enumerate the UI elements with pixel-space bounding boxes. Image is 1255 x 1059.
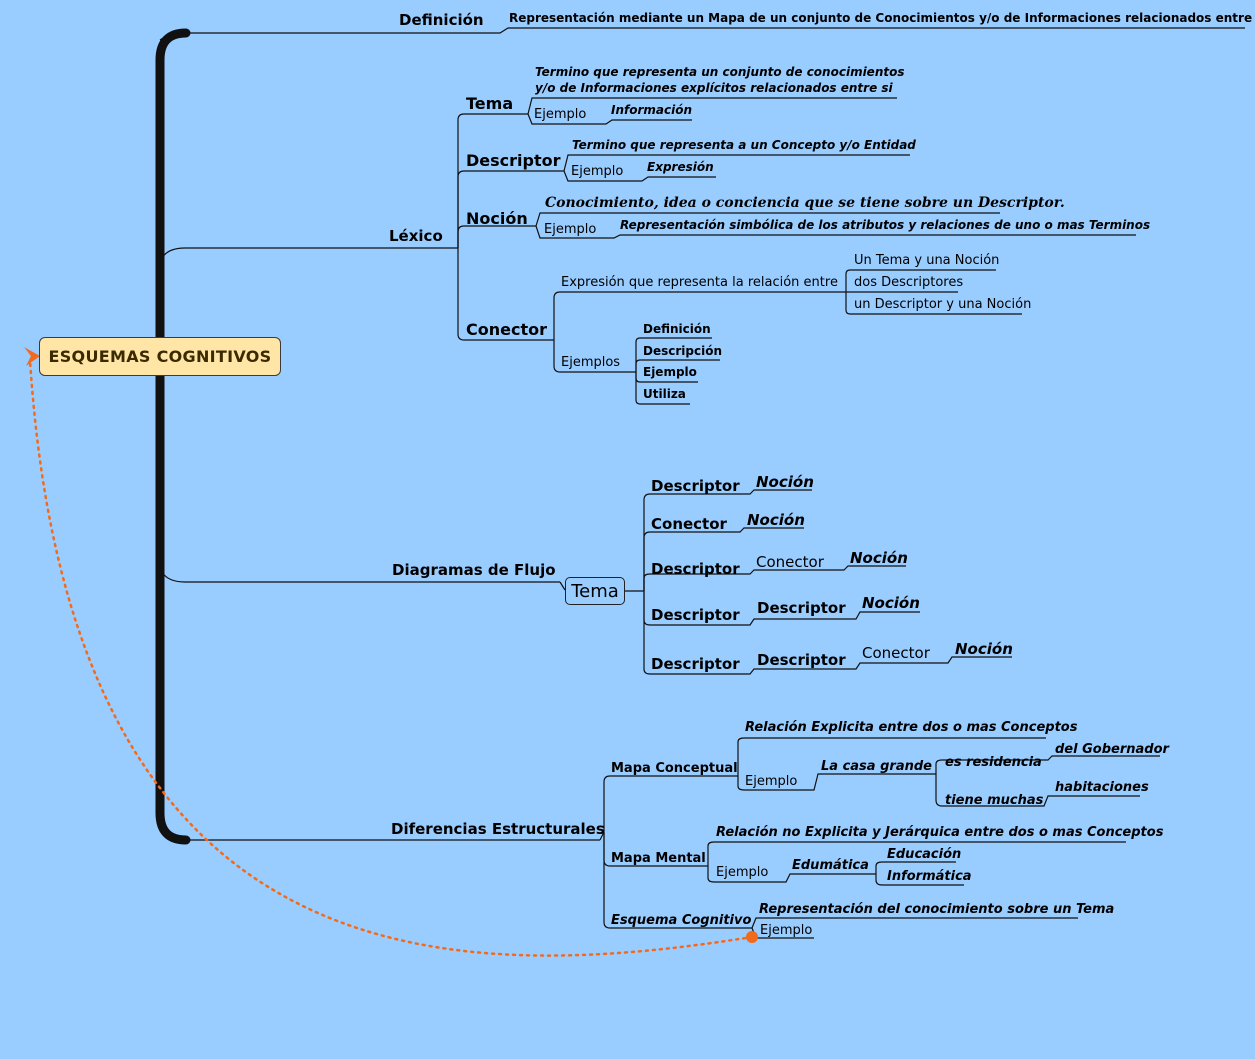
conector-ej-3[interactable]: Ejemplo [643, 365, 697, 379]
mapa-mental-label[interactable]: Mapa Mental [611, 851, 706, 866]
descriptor-def[interactable]: Termino que representa a un Concepto y/o… [572, 138, 916, 152]
conector-ej-1[interactable]: Definición [643, 322, 711, 336]
flujo-r4-c1[interactable]: Descriptor [651, 606, 740, 624]
conector-ejemplos[interactable]: Ejemplos [561, 355, 621, 370]
conector-ej-4[interactable]: Utiliza [643, 387, 686, 401]
mapa-conceptual-ejemplo[interactable]: Ejemplo [745, 774, 798, 789]
mapa-mental-def[interactable]: Relación no Explicita y Jerárquica entre… [716, 825, 1164, 840]
descriptor-ejemplo[interactable]: Ejemplo [571, 164, 624, 179]
mapa-conceptual-rel2-value[interactable]: habitaciones [1055, 780, 1149, 795]
esquema-cognitivo-ejemplo[interactable]: Ejemplo [760, 923, 813, 938]
mapa-conceptual-casa[interactable]: La casa grande [821, 759, 932, 774]
flujo-r1-c1[interactable]: Descriptor [651, 477, 740, 495]
nocion-ejemplo-value[interactable]: Representación simbólica de los atributo… [620, 218, 1151, 232]
mapa-conceptual-rel1[interactable]: es residencia [945, 755, 1042, 770]
diagramas-label[interactable]: Diagramas de Flujo [392, 561, 556, 579]
esquema-cognitivo-label[interactable]: Esquema Cognitivo [611, 913, 752, 928]
tema-label[interactable]: Tema [466, 94, 514, 113]
conector-expr[interactable]: Expresión que representa la relación ent… [561, 275, 838, 290]
conector-rel-3[interactable]: un Descriptor y una Noción [854, 297, 1032, 312]
mapa-conceptual-def[interactable]: Relación Explicita entre dos o mas Conce… [745, 720, 1078, 735]
flujo-r2-c1[interactable]: Conector [651, 515, 727, 533]
diagramas-tema-node[interactable]: Tema [565, 577, 625, 605]
flujo-r1-c2[interactable]: Noción [756, 473, 814, 491]
root-label: ESQUEMAS COGNITIVOS [48, 347, 272, 366]
flujo-r5-c4[interactable]: Noción [955, 640, 1013, 658]
definicion-label[interactable]: Definición [399, 11, 484, 29]
flujo-r5-c3[interactable]: Conector [862, 644, 930, 662]
tema-def-line2[interactable]: y/o de Informaciones explícitos relacion… [535, 81, 893, 95]
definicion-text[interactable]: Representación mediante un Mapa de un co… [509, 11, 1255, 25]
tema-def-line1[interactable]: Termino que representa un conjunto de co… [535, 65, 905, 79]
descriptor-ejemplo-value[interactable]: Expresión [647, 160, 714, 174]
mapa-mental-value-2[interactable]: Informática [887, 869, 972, 884]
diagramas-tema-label: Tema [571, 580, 619, 602]
tema-ejemplo[interactable]: Ejemplo [534, 107, 587, 122]
mapa-mental-value-1[interactable]: Educación [887, 847, 962, 862]
descriptor-label[interactable]: Descriptor [466, 151, 561, 170]
root-node-esquemas-cognitivos[interactable]: ESQUEMAS COGNITIVOS [39, 337, 281, 376]
diferencias-label[interactable]: Diferencias Estructurales [391, 820, 605, 838]
flujo-r5-c1[interactable]: Descriptor [651, 655, 740, 673]
flujo-r3-c3[interactable]: Noción [850, 549, 908, 567]
mapa-conceptual-label[interactable]: Mapa Conceptual [611, 761, 738, 776]
flujo-r3-c2[interactable]: Conector [756, 553, 824, 571]
main-trunk [155, 28, 191, 845]
nocion-ejemplo[interactable]: Ejemplo [544, 222, 597, 237]
branch-diagramas [161, 571, 560, 583]
mapa-conceptual-rel2[interactable]: tiene muchas [945, 793, 1044, 808]
conector-ej-2[interactable]: Descripción [643, 344, 722, 358]
tema-ejemplo-value[interactable]: Información [611, 103, 693, 117]
nocion-def[interactable]: Conocimiento, idea o conciencia que se t… [545, 195, 1065, 211]
flujo-r3-c1[interactable]: Descriptor [651, 560, 740, 578]
relation-arrowhead [24, 347, 40, 366]
mapa-mental-edumatica[interactable]: Edumática [792, 858, 869, 873]
esquema-cognitivo-def[interactable]: Representación del conocimiento sobre un… [759, 902, 1115, 917]
mapa-mental-ejemplo[interactable]: Ejemplo [716, 865, 769, 880]
conector-label[interactable]: Conector [466, 320, 547, 339]
flujo-r4-c3[interactable]: Noción [862, 594, 920, 612]
flujo-r2-c2[interactable]: Noción [747, 511, 805, 529]
conector-rel-1[interactable]: Un Tema y una Noción [854, 253, 1000, 268]
branch-lexico [161, 247, 458, 259]
relation-start-dot [746, 931, 758, 943]
lexico-label[interactable]: Léxico [389, 227, 443, 245]
conector-rel-2[interactable]: dos Descriptores [854, 275, 964, 290]
branch-definicion [159, 27, 1245, 41]
nocion-label[interactable]: Noción [466, 209, 528, 228]
flujo-r4-c2[interactable]: Descriptor [757, 599, 846, 617]
orange-relation-link [28, 358, 754, 957]
mapa-conceptual-rel1-value[interactable]: del Gobernador [1055, 742, 1169, 757]
flujo-r5-c2[interactable]: Descriptor [757, 651, 846, 669]
